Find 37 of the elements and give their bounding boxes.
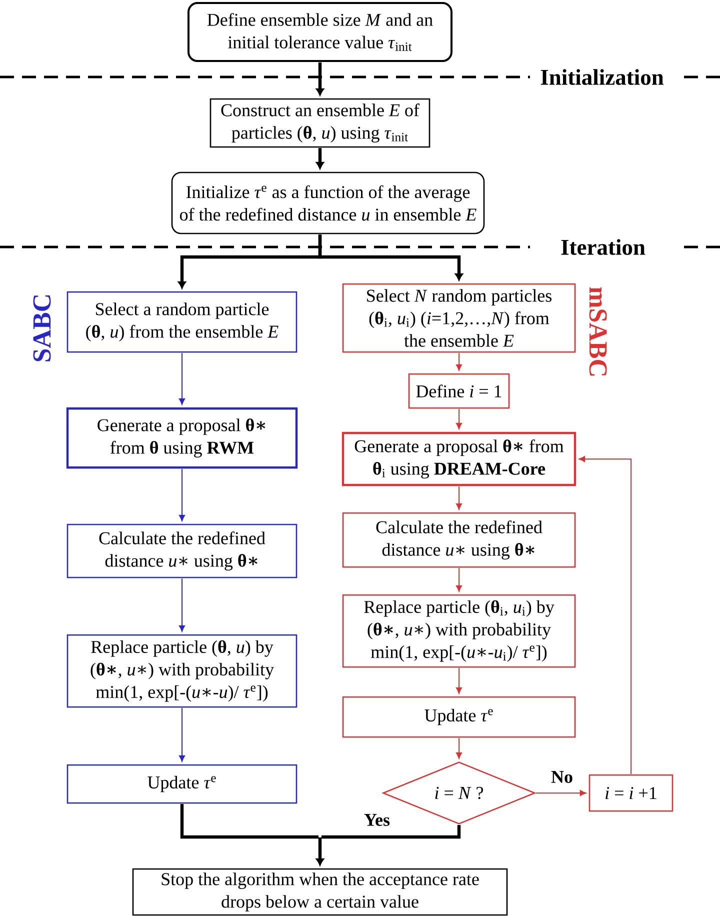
arrow xyxy=(536,790,586,796)
process-box: Calculate the redefined distance u∗ using θ∗ xyxy=(66,524,298,578)
arrow xyxy=(456,486,462,510)
process-box: Update τ$^{e}$ xyxy=(66,764,298,804)
arrow xyxy=(456,738,462,759)
arrow xyxy=(178,468,186,522)
section-label: Initialization xyxy=(540,69,664,85)
arrow xyxy=(178,352,186,405)
arrow xyxy=(316,148,324,169)
process-box: Replace particle (θ, u) by (θ∗, u∗) with probability min(1, exp[-(u∗-u)/ τ$^{e}$]) xyxy=(66,634,298,708)
rounded-box: Initialize τ$^{e}$ as a function of the average of the redefined distance u in ensemble E xyxy=(171,172,485,234)
column-label: mSABC xyxy=(589,287,607,376)
arrow xyxy=(456,568,462,592)
arrow xyxy=(316,62,324,96)
arrow xyxy=(318,234,463,280)
process-box: Generate a proposal θ∗ from θ using RWM xyxy=(66,407,298,469)
process-box: Select N random particles (θ$_{i}$, u$_{i}$) (i=1,2,…,N) from the ensemble E xyxy=(342,283,576,353)
arrow xyxy=(578,456,632,774)
edge-label: No xyxy=(550,770,574,784)
process-box: Replace particle (θ$_{i}$, u$_{i}$) by (θ∗, u∗) with probability min(1, exp[-(u∗-u$_{i}$)/ τ$^{e}$]) xyxy=(342,594,576,668)
column-label: SABC xyxy=(33,295,51,362)
arrow xyxy=(178,578,186,632)
arrow xyxy=(456,668,462,694)
arrow xyxy=(456,408,462,430)
process-box: i = i +1 xyxy=(588,774,674,812)
process-box: Calculate the redefined distance u∗ using θ∗ xyxy=(342,512,576,568)
section-label: Iteration xyxy=(561,239,646,255)
process-box: Select a random particle (θ, u) from the ensemble E xyxy=(66,291,298,353)
arrow xyxy=(178,708,186,762)
process-box: Construct an ensemble E of particles (θ, u) using τ$_{init}$ xyxy=(210,98,430,148)
rounded-box: Define ensemble size M and an initial tolerance value τ$_{init}$ xyxy=(188,2,452,62)
arrow xyxy=(456,352,462,371)
arrow xyxy=(316,837,324,866)
process-box: Define i = 1 xyxy=(408,373,510,409)
process-box: Stop the algorithm when the acceptance rate drops below a certain value xyxy=(132,868,508,916)
process-box: Generate a proposal θ∗ from θ$_{i}$ using DREAM-Core xyxy=(342,432,576,486)
process-box: Update τ$^{e}$ xyxy=(342,696,576,738)
